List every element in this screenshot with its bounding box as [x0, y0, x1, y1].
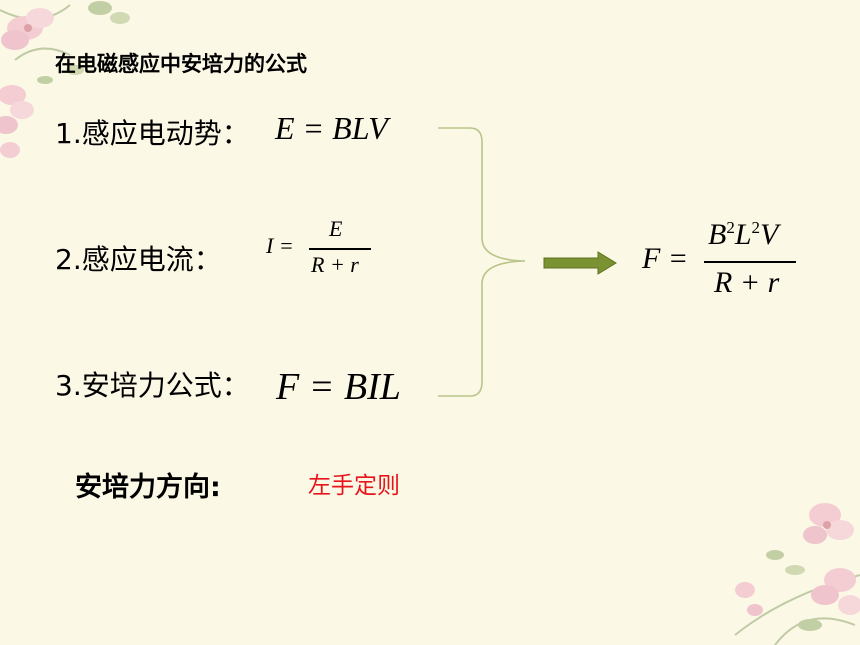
result-num-v: V	[760, 218, 779, 251]
brace-icon	[438, 127, 526, 397]
formula-force: F = BIL	[276, 366, 401, 408]
item-emf-label: 1.感应电动势：	[55, 117, 250, 150]
flower-decoration-icon	[734, 503, 860, 645]
result-denominator: R + r	[714, 266, 780, 299]
fraction-bar	[309, 248, 371, 250]
direction-label: 安培力方向:	[75, 472, 221, 503]
formula-emf: E = BLV	[275, 110, 388, 146]
formula-current-denominator: R + r	[311, 252, 359, 277]
result-numerator: B2L2V	[708, 218, 778, 252]
item-current-label: 2.感应电流：	[55, 243, 222, 276]
slide-title: 在电磁感应中安培力的公式	[55, 52, 307, 76]
fraction-bar	[704, 261, 796, 263]
result-num-l: L	[734, 218, 752, 251]
direction-value: 左手定则	[308, 473, 400, 499]
result-num-exp2: 2	[751, 218, 761, 237]
result-num-exp1: 2	[726, 218, 735, 237]
formula-current-numerator: E	[329, 216, 343, 241]
formula-current-lhs: I =	[266, 233, 294, 258]
arrow-right-icon	[543, 251, 617, 275]
item-force-label: 3.安培力公式：	[55, 369, 250, 402]
result-lhs: F =	[642, 242, 689, 275]
flower-decoration-icon	[0, 1, 130, 158]
result-num-b: B	[708, 218, 727, 251]
